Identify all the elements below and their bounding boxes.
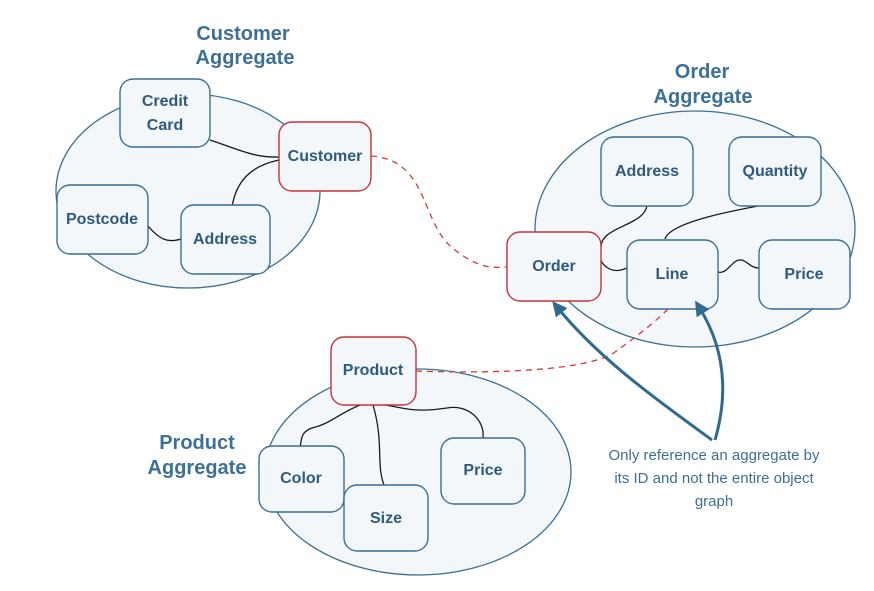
- node-product-price-label: Price: [463, 462, 502, 479]
- node-quantity-label: Quantity: [743, 163, 808, 180]
- node-customer-address[interactable]: Address: [180, 204, 271, 275]
- node-product-root[interactable]: Product: [330, 336, 417, 406]
- node-order-price[interactable]: Price: [758, 239, 851, 310]
- node-postcode-label: Postcode: [66, 211, 138, 228]
- node-credit-card-label-line1: Credit: [142, 93, 189, 110]
- node-order-root[interactable]: Order: [506, 231, 602, 302]
- link-creditcard-customer: [209, 139, 280, 158]
- link-order-line: [600, 260, 628, 272]
- node-customer-root[interactable]: Customer: [278, 121, 372, 192]
- note-line1: Only reference an aggregate by: [609, 447, 820, 464]
- arrow-to-line: [695, 300, 725, 441]
- order-aggregate: Order Aggregate Address Quantity Order L…: [506, 61, 856, 348]
- link-product-price: [385, 404, 484, 439]
- customer-aggregate-title-line2: Aggregate: [196, 47, 295, 69]
- node-credit-card[interactable]: Credit Card: [119, 78, 211, 148]
- node-color-label: Color: [280, 470, 322, 487]
- order-aggregate-title-line1: Order: [675, 61, 730, 83]
- node-customer-address-label: Address: [193, 231, 257, 248]
- node-customer-label: Customer: [288, 148, 363, 165]
- customer-aggregate-title-line1: Customer: [196, 23, 290, 45]
- reference-product-to-line: [415, 308, 669, 373]
- arrow-to-order: [552, 301, 713, 442]
- link-postcode-address: [147, 225, 182, 242]
- link-product-size: [372, 404, 385, 486]
- order-aggregate-title-line2: Aggregate: [654, 86, 753, 108]
- node-product-label: Product: [343, 362, 404, 379]
- link-order-address: [600, 204, 648, 248]
- product-aggregate: Product Aggregate Product Color Size Pri…: [148, 336, 572, 576]
- reference-customer-to-order: [370, 155, 508, 268]
- node-color[interactable]: Color: [258, 445, 345, 513]
- customer-aggregate: Customer Aggregate Credit Card Customer …: [55, 23, 372, 289]
- node-line-label: Line: [656, 266, 689, 283]
- product-aggregate-title-line1: Product: [159, 432, 235, 454]
- node-order-price-label: Price: [784, 266, 823, 283]
- note-line3: graph: [695, 493, 733, 510]
- node-quantity[interactable]: Quantity: [728, 136, 822, 207]
- link-line-price: [717, 259, 760, 273]
- node-credit-card-label-line2: Card: [147, 117, 183, 134]
- node-order-address-label: Address: [615, 163, 679, 180]
- node-postcode[interactable]: Postcode: [56, 184, 149, 255]
- node-product-price[interactable]: Price: [440, 437, 526, 505]
- node-line[interactable]: Line: [626, 239, 719, 310]
- node-size[interactable]: Size: [343, 484, 429, 552]
- node-order-label: Order: [532, 258, 576, 275]
- product-aggregate-title-line2: Aggregate: [148, 457, 247, 479]
- callout-note: Only reference an aggregate by its ID an…: [609, 447, 820, 510]
- node-order-address[interactable]: Address: [600, 136, 694, 207]
- link-address-customer: [231, 159, 280, 208]
- node-size-label: Size: [370, 510, 402, 527]
- note-line2: its ID and not the entire object: [614, 470, 814, 487]
- link-product-color: [299, 404, 361, 448]
